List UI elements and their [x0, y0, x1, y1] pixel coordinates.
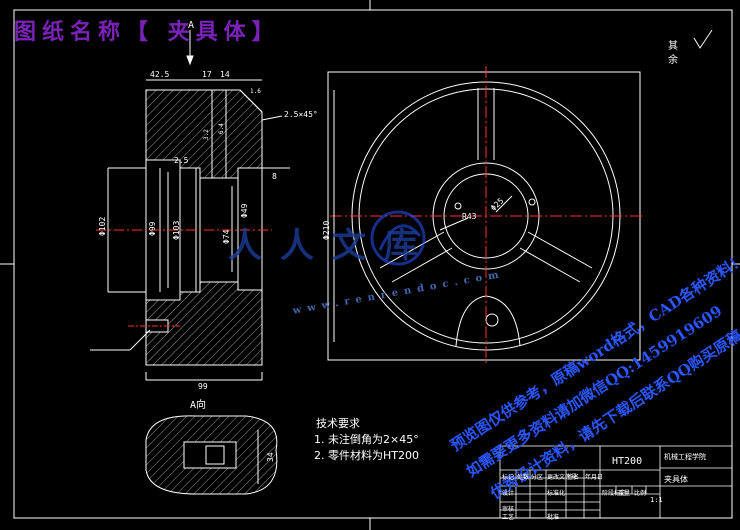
dim-8: 8 — [272, 172, 277, 181]
tb-cell-12: 工艺 — [502, 514, 515, 521]
tb-cell-13: 批准 — [547, 514, 560, 521]
watermark-logo-text: 人人文库 — [228, 226, 436, 266]
dim-phi-74: Φ74 — [222, 229, 231, 244]
dim-chamfer: 2.5×45° — [284, 110, 318, 119]
title-block-part-name: 夹具体 — [664, 475, 688, 484]
dim-phi-49: Φ49 — [240, 203, 249, 218]
dim-17: 17 — [202, 70, 212, 79]
tb-cell-1: 处数 — [517, 474, 530, 481]
tb-cell-3: 更改文件号 — [547, 474, 578, 481]
title-block — [499, 445, 733, 519]
watermark-title: 图纸名称【 夹具体】 — [14, 19, 280, 45]
dim-phi-103: Φ103 — [172, 220, 181, 240]
roughness-3-2: 3.2 — [203, 129, 210, 140]
dim-99: 99 — [198, 382, 208, 391]
title-block-scale: 1:1 — [650, 496, 663, 504]
roughness-6-4: 6.4 — [218, 123, 225, 134]
roughness-symbol — [693, 29, 713, 49]
dim-r43: R43 — [462, 212, 477, 221]
dim-2-5: 2.5 — [174, 156, 189, 165]
tb-cell-7: 标准化 — [547, 490, 566, 497]
technical-requirements: 技术要求 1. 未注倒角为2×45° 2. 零件材料为HT200 — [314, 416, 419, 464]
dim-phi-102: Φ102 — [98, 216, 107, 236]
tech-req-item-2: 2. 零件材料为HT200 — [314, 449, 419, 462]
tb-cell-0: 标记 — [502, 474, 515, 481]
tb-cell-10: 比例 — [634, 490, 647, 497]
tb-cell-5: 年月日 — [585, 474, 604, 481]
tech-req-item-1: 1. 未注倒角为2×45° — [314, 433, 419, 446]
logo-watermark — [370, 210, 426, 266]
dim-14: 14 — [220, 70, 230, 79]
tb-cell-9: 重量 — [618, 490, 631, 497]
roughness-1-6: 1.6 — [250, 88, 261, 95]
tb-cell-6: 设计 — [502, 490, 515, 497]
dim-34: 34 — [266, 452, 275, 462]
dim-phi-210: Φ210 — [322, 220, 331, 240]
tb-cell-4: 签名 — [567, 474, 580, 481]
section-view — [90, 30, 290, 381]
circular-view — [327, 66, 642, 366]
title-block-school: 机械工程学院 — [664, 453, 706, 461]
view-a-arrow-label: A — [188, 20, 195, 31]
view-a-dir-label: A向 — [190, 400, 207, 411]
a-view — [145, 415, 278, 495]
tb-cell-2: 分区 — [531, 474, 544, 481]
tb-cell-8: 阶段标记 — [602, 490, 627, 497]
surface-note: 其余 — [668, 41, 678, 66]
dim-phi-99: Φ99 — [148, 221, 157, 236]
tb-cell-11: 审核 — [502, 506, 515, 513]
tech-req-heading: 技术要求 — [316, 417, 360, 430]
title-block-material: HT200 — [612, 456, 643, 467]
dim-42-5: 42.5 — [150, 70, 170, 79]
